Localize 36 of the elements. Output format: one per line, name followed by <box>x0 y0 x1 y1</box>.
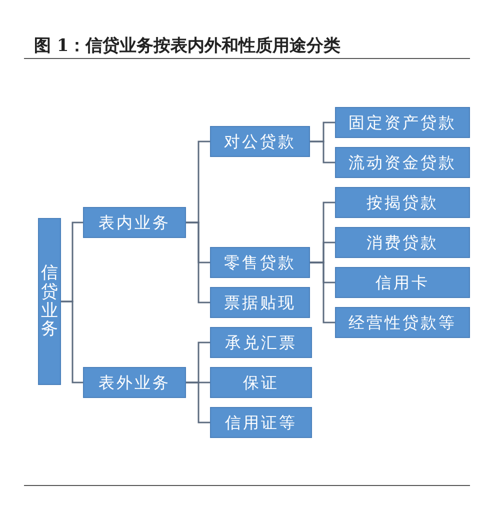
category-box <box>335 227 470 258</box>
category-box <box>335 107 470 138</box>
category-box <box>335 267 470 298</box>
category-label: 保证 <box>243 372 279 392</box>
category-label: 固定资产贷款 <box>348 112 456 132</box>
category-label: 承兑汇票 <box>225 332 297 352</box>
connector-line <box>186 382 210 424</box>
category-label: 按揭贷款 <box>366 192 438 212</box>
connector-line <box>186 222 210 304</box>
category-box <box>38 218 61 385</box>
category-label: 表外业务 <box>98 372 170 392</box>
category-label: 信贷业务 <box>41 264 58 339</box>
category-label: 票据贴现 <box>224 292 296 312</box>
category-label: 信用证等 <box>225 412 297 432</box>
category-box <box>210 367 312 398</box>
figure-title: 图 1：信贷业务按表内外和性质用途分类 <box>34 35 341 57</box>
category-box <box>210 407 312 438</box>
category-label: 对公贷款 <box>224 132 296 152</box>
category-box <box>210 247 310 278</box>
category-box <box>335 307 470 338</box>
connector-line <box>310 140 335 164</box>
category-box <box>83 207 186 238</box>
category-label: 经营性贷款等 <box>348 312 456 332</box>
category-label: 信用卡 <box>376 272 430 292</box>
connector-line <box>310 262 335 324</box>
category-box <box>83 367 186 398</box>
category-box <box>210 327 312 358</box>
connector-line <box>61 300 83 384</box>
category-label: 零售贷款 <box>224 252 296 272</box>
category-box <box>210 126 310 157</box>
category-label: 消费贷款 <box>366 232 438 252</box>
category-box <box>335 147 470 178</box>
category-label: 表内业务 <box>98 212 170 232</box>
category-box <box>335 187 470 218</box>
category-label: 流动资金贷款 <box>348 152 456 172</box>
category-box <box>210 287 310 318</box>
